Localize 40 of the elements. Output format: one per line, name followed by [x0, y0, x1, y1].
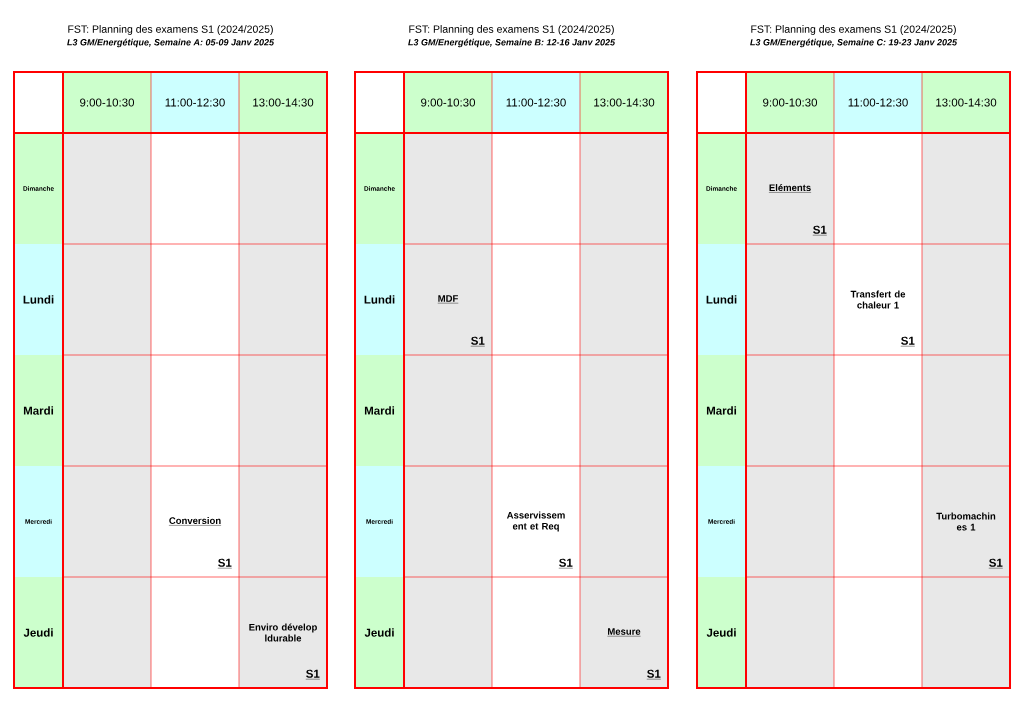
- day-label: Mardi: [364, 406, 395, 415]
- time-slot-label: 13:00-14:30: [594, 98, 655, 107]
- subtitle: L3 GM/Energétique, Semaine C: 19-23 Janv 2025: [750, 38, 958, 48]
- semester-label: S1: [988, 558, 1003, 569]
- day-label: Mardi: [706, 406, 737, 415]
- course-name: Asservissem ent et Req: [506, 511, 565, 532]
- semester-label: S1: [900, 336, 915, 347]
- semester-label: S1: [646, 669, 661, 680]
- time-slot-label: 9:00-10:30: [421, 98, 476, 107]
- semester-label: S1: [812, 225, 827, 236]
- time-slot-label: 13:00-14:30: [936, 98, 997, 107]
- course-name: Enviro dévelop ldurable: [249, 623, 317, 642]
- course-name: MDF: [437, 295, 459, 304]
- subtitle: L3 GM/Energétique, Semaine A: 05-09 Janv 2025: [67, 38, 275, 48]
- day-label: Lundi: [23, 295, 54, 304]
- day-label: Lundi: [706, 295, 737, 304]
- course-name: Conversion: [168, 517, 222, 526]
- course-name: Turbomachin es 1: [936, 512, 996, 531]
- semester-label: S1: [558, 558, 573, 569]
- course-name: Mesure: [607, 628, 641, 637]
- time-slot-label: 11:00-12:30: [165, 98, 225, 107]
- semester-label: S1: [470, 336, 485, 347]
- semester-label: S1: [217, 558, 232, 569]
- time-slot-label: 11:00-12:30: [506, 98, 566, 107]
- time-slot-label: 9:00-10:30: [763, 98, 818, 107]
- semester-label: S1: [305, 669, 320, 680]
- subtitle: L3 GM/Energétique, Semaine B: 12-16 Janv 2025: [408, 38, 616, 48]
- time-slot-label: 11:00-12:30: [848, 98, 908, 107]
- title: FST: Planning des examens S1 (2024/2025): [409, 25, 614, 35]
- title: FST: Planning des examens S1 (2024/2025): [751, 25, 956, 35]
- title: FST: Planning des examens S1 (2024/2025): [68, 25, 273, 35]
- time-slot-label: 9:00-10:30: [80, 98, 135, 107]
- day-label: Jeudi: [706, 628, 736, 637]
- day-label: Jeudi: [23, 628, 53, 637]
- day-label: Mardi: [23, 406, 54, 415]
- course-name: Transfert de chaleur 1: [850, 290, 906, 309]
- day-label: Jeudi: [364, 628, 394, 637]
- day-label: Lundi: [364, 295, 395, 304]
- time-slot-label: 13:00-14:30: [253, 98, 314, 107]
- course-name: Eléments: [768, 184, 812, 193]
